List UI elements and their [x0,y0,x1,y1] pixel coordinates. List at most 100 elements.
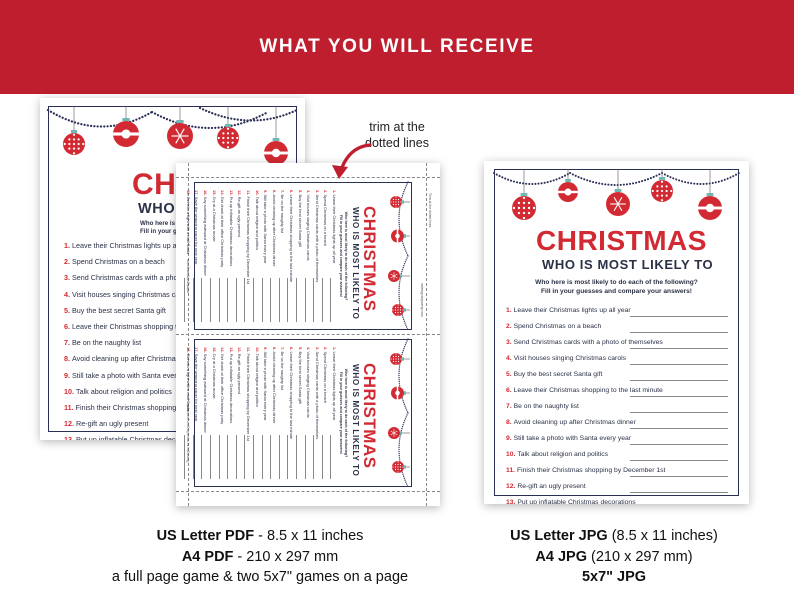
ornament-dot [222,141,225,144]
question-text: Spend Christmas on a beach [72,257,165,267]
question-text: Cry at a Christmas movie [211,353,217,399]
trim-line-bottom [176,491,440,492]
ornament-dot [402,466,404,468]
question-number: 9. [506,435,514,442]
answer-line [321,278,323,322]
snowflake-stroke [393,273,398,277]
ornament-dot [394,466,397,468]
sheet-subtitle: WHO IS MOST LIKELY TO [542,257,714,272]
ornament-dot [527,201,531,205]
ornament-dot [395,206,397,208]
ornament-dot [397,360,400,363]
question-number: 3. [506,339,514,346]
ornament-dot [395,363,397,365]
answer-line [287,278,289,322]
question-number: 4. [506,355,514,362]
question-number: 13. [506,499,518,504]
bead-strand [46,108,154,128]
question-item: 4. Visit houses singing Christmas carols [506,351,728,367]
ornament-dot [397,471,399,473]
caption-line: A4 PDF - 210 x 297 mm [60,547,460,568]
question-number: 10. [254,190,260,197]
question-item: 16. Say something awkward at Christmas d… [201,190,210,322]
answer-line [244,435,246,479]
answer-line [630,412,728,413]
ornament-dot [397,201,400,203]
snowflake-stroke [390,430,395,434]
question-text: Send Christmas cards with a photo of the… [314,351,320,440]
header-banner: WHAT YOU WILL RECEIVE [0,0,794,94]
question-number: 16. [203,347,209,354]
answer-line [244,278,246,322]
ornament-dot [517,201,521,205]
ornament-dot [399,466,402,468]
answer-line [630,476,728,477]
ornament-dot [399,468,402,471]
question-text: Put up inflatable Christmas decorations [228,196,234,267]
card-instructions: Who here is most likely to do each of th… [338,186,348,326]
question-number: 8. [506,419,514,426]
question-item: 9. Still take a photo with Santa every y… [261,190,270,322]
question-number: 10. [506,451,518,458]
answer-line [304,435,306,479]
question-text: Get into a fight with a mall Santa [185,196,191,255]
ornament-dot [399,306,402,309]
answer-line [630,444,728,445]
card-instructions: Who here is most likely to do each of th… [338,343,348,483]
question-item: 1. Leave their Christmas lights up all y… [506,303,728,319]
question-text: Send Christmas cards with a photo of the… [314,194,320,283]
question-item: 8. Avoid cleaning up after Christmas din… [269,190,278,322]
question-item: 10. Talk about religion and politics [506,447,728,463]
answer-line [330,278,332,322]
answer-line [235,435,237,479]
question-number: 5. [506,371,514,378]
answer-line [227,278,229,322]
question-number: 8. [64,354,72,364]
ornament-dot [527,211,531,215]
question-number: 13. [64,435,76,440]
ornament-cap [658,177,666,180]
question-text: Leave their Christmas lights up all year [72,241,196,250]
card-title: CHRISTMAS [360,206,379,312]
card-subtitle: WHO IS MOST LIKELY TO [351,207,360,320]
question-text: Put up inflatable Christmas decorations [517,499,636,504]
question-text: Leave their Christmas lights up all year [332,194,337,264]
question-text: Be on the naughty list [280,194,286,233]
answer-line [201,278,203,322]
question-text: Talk about religion and politics [254,353,260,408]
bead-strand [398,255,409,331]
ornament-dot [82,142,85,146]
snowflake-stroke [179,135,185,144]
question-text: Talk about religion and politics [76,386,172,396]
question-text: Save the wrapping paper for next year [194,353,200,422]
ornament-dot [397,358,400,360]
question-item: 15. Cry at a Christmas movie [209,190,218,322]
question-item: 3. Send Christmas cards with a photo of … [312,347,321,479]
snowflake-stroke [613,196,619,205]
question-number: 7. [506,403,514,410]
question-text: Be on the naughty list [280,351,286,390]
ornament-cap [520,193,528,196]
question-item: 3. Send Christmas cards with a photo of … [312,190,321,322]
answer-line [296,435,298,479]
ornament-dot [660,199,664,202]
ornament-dot [222,136,225,140]
answer-line [296,278,298,322]
ornament-dot [397,314,399,316]
two-5x7-games-sheet-preview: CHRISTMAS WHO IS MOST LIKELY TO Who here… [176,163,440,506]
answer-line [227,435,229,479]
bead-strand [150,110,270,130]
answer-line [630,364,728,365]
ornament-dot [656,189,659,193]
ornament-cap [614,189,622,192]
ornament-dot [399,463,402,466]
ornament-dot [392,203,395,206]
question-item: 8. Avoid cleaning up after Christmas din… [506,415,728,431]
question-text: Put up inflatable Christmas decorations [76,435,202,440]
question-text: Cry at a Christmas movie [211,196,217,242]
bead-strand [398,412,409,488]
question-item: 1. Leave their Christmas lights up all y… [329,190,338,322]
letter-jpg-sheet-preview: CHRISTMAS WHO IS MOST LIKELY TO Who here… [484,161,749,504]
ornament-dot [77,142,80,146]
ornament-dot [651,189,654,193]
